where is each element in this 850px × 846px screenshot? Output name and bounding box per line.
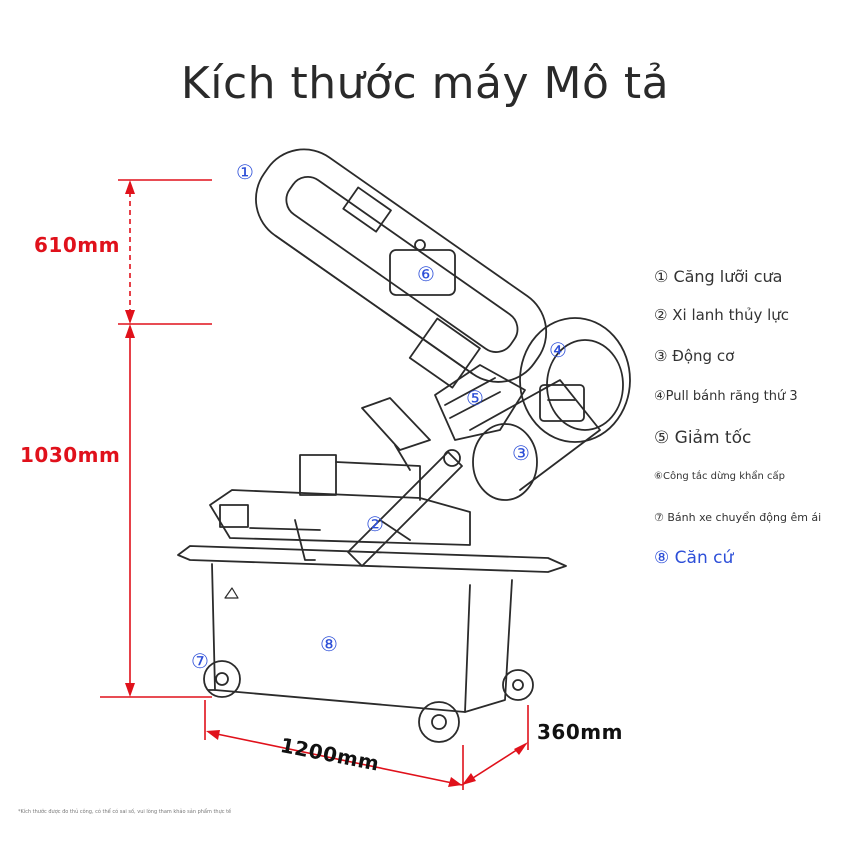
badge-5: ⑤ [466,386,484,410]
dim-label-1030: 1030mm [20,443,121,467]
wheel-rear-right [502,669,534,701]
hydraulic-cylinder [347,449,463,567]
legend-item-6: ⑥Công tắc dừng khẩn cấp [654,471,785,482]
dim-1200-line [211,732,463,786]
badge-6: ⑥ [417,262,435,286]
legend-item-3: ③ Động cơ [654,347,735,365]
badge-1: ① [236,160,254,184]
legend-item-8: ⑧ Căn cứ [654,548,734,568]
badge-7: ⑦ [191,649,209,673]
blade-guide [361,397,431,471]
vise-table [209,454,471,561]
wheel-front-left [203,660,241,698]
legend-item-2: ② Xi lanh thủy lực [654,306,790,324]
pulley-guard [519,317,631,443]
base-cabinet [177,545,567,713]
legend-item-4: ④Pull bánh răng thứ 3 [654,389,798,404]
saw-arm [255,148,548,389]
badge-8: ⑧ [320,632,338,656]
wheel-front-right [418,701,460,743]
legend-item-7: ⑦ Bánh xe chuyển động êm ái [654,511,822,524]
legend-item-1: ① Căng lưỡi cưa [654,267,783,286]
badge-4: ④ [549,338,567,362]
badge-3: ③ [512,441,530,465]
dim-label-610: 610mm [34,233,120,257]
control-box [389,239,456,296]
badge-2: ② [366,512,384,536]
reducer [434,364,526,441]
page-title: Kích thước máy Mô tả [180,58,670,109]
footnote: *Kích thước được đo thủ công, có thể có … [18,809,232,815]
legend-item-5: ⑤ Giảm tốc [654,428,752,448]
dim-label-360: 360mm [537,720,623,744]
